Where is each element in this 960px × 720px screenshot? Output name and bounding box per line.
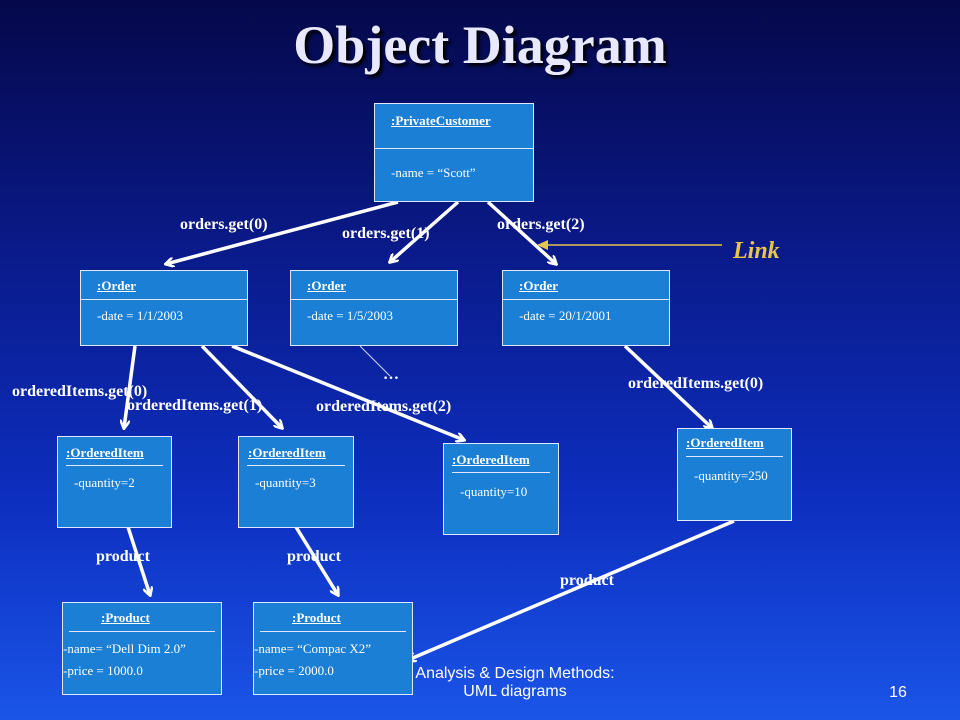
label-product-3: product (560, 572, 614, 589)
object-separator (291, 299, 457, 300)
link-customer-order-0 (166, 200, 399, 264)
label-orders-get-1: orders.get(1) (342, 225, 430, 242)
object-separator (686, 456, 783, 457)
product-object-1: :Product -name= “Compac X2” -price = 200… (253, 602, 413, 695)
ordered-item-object-1: :OrderedItem -quantity=3 (238, 436, 354, 528)
object-attribute-name: -name= “Compac X2” (254, 641, 372, 656)
label-ordered-items-get-0-right: orderedItems.get(0) (628, 375, 764, 392)
footer-line-1: Analysis & Design Methods: (415, 665, 615, 682)
slide-title: Object Diagram (293, 15, 667, 75)
object-name: :Product (101, 610, 150, 625)
link-order0-item2 (231, 344, 464, 440)
ordered-item-object-0: :OrderedItem -quantity=2 (57, 436, 172, 528)
ellipsis: … (383, 366, 399, 383)
page-number: 16 (889, 684, 907, 701)
ordered-item-object-2: :OrderedItem -quantity=10 (443, 443, 559, 535)
object-attribute: -quantity=250 (694, 468, 768, 483)
object-name: :PrivateCustomer (391, 113, 491, 128)
object-attribute: -quantity=3 (255, 475, 316, 490)
object-name: :Order (519, 278, 558, 293)
object-name: :OrderedItem (66, 445, 144, 460)
object-separator (247, 465, 345, 466)
link-order0-item1 (200, 344, 282, 428)
object-separator (260, 631, 406, 632)
label-ordered-items-get-0-left: orderedItems.get(0) (12, 383, 148, 400)
object-attribute-name: -name= “Dell Dim 2.0” (63, 641, 186, 656)
object-separator (375, 148, 533, 149)
object-separator (81, 299, 247, 300)
object-name: :OrderedItem (452, 452, 530, 467)
object-name: :OrderedItem (248, 445, 326, 460)
object-name: :Product (292, 610, 341, 625)
object-name: :OrderedItem (686, 435, 764, 450)
order-object-0: :Order -date = 1/1/2003 (80, 270, 248, 346)
private-customer-object: :PrivateCustomer -name = “Scott” (374, 103, 534, 202)
label-ordered-items-get-1: orderedItems.get(1) (127, 397, 263, 414)
object-name: :Order (307, 278, 346, 293)
link-order0-item0 (124, 345, 137, 428)
order-object-1: :Order -date = 1/5/2003 (290, 270, 458, 346)
link-item0-product0 (126, 526, 150, 595)
label-orders-get-0: orders.get(0) (180, 216, 268, 233)
link-item3-product1 (408, 519, 735, 660)
object-attribute: -date = 1/5/2003 (307, 308, 394, 323)
link-customer-order-1 (390, 200, 460, 262)
order1-ellipsis-connector (359, 345, 391, 377)
order-object-2: :Order -date = 20/1/2001 (502, 270, 670, 346)
object-attribute: -date = 1/1/2003 (97, 308, 184, 323)
link-order2-item3 (623, 344, 712, 428)
object-attribute: -date = 20/1/2001 (519, 308, 612, 323)
label-product-1: product (96, 548, 150, 565)
object-attribute: -quantity=2 (74, 475, 135, 490)
link-item1-product1 (294, 526, 338, 595)
label-product-2: product (287, 548, 341, 565)
object-name: :Order (97, 278, 136, 293)
object-separator (503, 299, 669, 300)
product-object-0: :Product -name= “Dell Dim 2.0” -price = … (62, 602, 222, 695)
ordered-item-object-3: :OrderedItem -quantity=250 (677, 428, 792, 521)
footer-course-title: Analysis & Design Methods: UML diagrams (400, 665, 630, 701)
label-ordered-items-get-2: orderedItems.get(2) (316, 398, 452, 415)
object-separator (69, 631, 215, 632)
object-attribute: -quantity=10 (460, 484, 528, 499)
link-annotation: Link (733, 238, 780, 264)
footer-line-2: UML diagrams (463, 683, 567, 700)
object-separator (66, 465, 163, 466)
label-orders-get-2: orders.get(2) (497, 216, 585, 233)
link-customer-order-2 (486, 200, 556, 264)
object-separator (452, 472, 550, 473)
object-attribute-price: -price = 2000.0 (254, 663, 334, 678)
object-attribute: -name = “Scott” (391, 165, 476, 180)
object-attribute-price: -price = 1000.0 (63, 663, 143, 678)
